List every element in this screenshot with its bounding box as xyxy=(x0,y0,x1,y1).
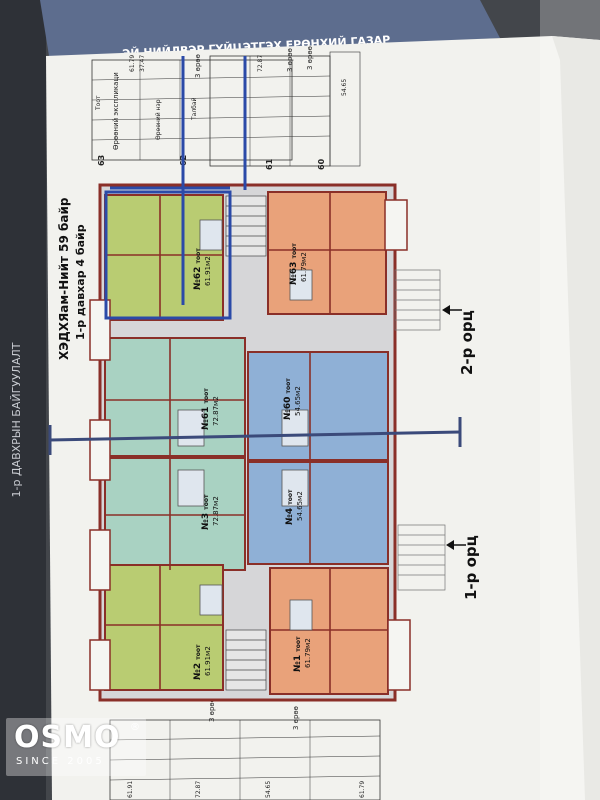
row-total-63: 61.79 xyxy=(129,55,136,72)
unit-4-area: 54.65м2 xyxy=(296,491,304,521)
entrance-2-marker: 2-р орц xyxy=(442,305,476,375)
table-col-3: Талбай xyxy=(191,97,198,121)
bottom-val-1: 54.65 xyxy=(265,781,272,798)
row-id-61: 61 xyxy=(265,158,274,170)
bottom-room-type-1: 3 өрөө xyxy=(208,698,216,722)
table-heading: Өрөөний экспликаци xyxy=(112,72,120,150)
bottom-val-3: 61.79 xyxy=(359,781,366,798)
plan-title-1: ХЭДХЯам-Нийт 59 байр xyxy=(57,197,71,360)
right-glare xyxy=(540,0,600,800)
watermark-since: SINCE 2005 xyxy=(16,756,105,767)
row-living-63: 37.47 xyxy=(139,55,146,72)
room-tables-bottom: 3 өрөө 3 өрөө 54.65 72.87 61.79 61.91 xyxy=(109,698,381,800)
unit-60 xyxy=(247,351,389,461)
unit-4-label: №4 тоот xyxy=(285,489,295,525)
table-col-1: Тоот xyxy=(95,95,102,111)
room-type-2: 3 өрөө xyxy=(286,48,294,72)
room-type-1: 3 өрөө xyxy=(194,54,202,78)
header-sheet xyxy=(40,0,500,62)
unit-1-label: №1 тоот xyxy=(293,636,303,672)
room-type-3: 3 өрөө xyxy=(306,46,314,70)
binder-edge xyxy=(0,0,46,800)
unit-1 xyxy=(269,567,389,695)
side-caption: 1-р ДАВХРЫН БАЙГУУЛАЛТ xyxy=(10,342,23,497)
stairwell-bottom xyxy=(225,629,267,691)
entrance-2-label: 2-р орц xyxy=(458,310,476,375)
unit-2-area: 61.91м2 xyxy=(204,646,212,676)
unit-61-label: №61 тоот xyxy=(201,388,211,430)
unit-61-area: 72.87м2 xyxy=(212,396,220,426)
row-total-61: 72.87 xyxy=(257,55,264,72)
unit-62 xyxy=(104,194,224,321)
unit-60-area: 54.65м2 xyxy=(294,386,302,416)
unit-3 xyxy=(104,457,246,571)
unit-3-label: №3 тоот xyxy=(201,494,211,530)
plan-title-2: 1-р давхар 4 байр xyxy=(74,224,87,340)
highlight-box xyxy=(104,190,232,320)
bottom-val-4: 61.91 xyxy=(127,781,134,798)
unit-60-label: №60 тоот xyxy=(283,378,293,420)
paper-shadow xyxy=(552,36,600,800)
table-col-2: Өрөөний нэр xyxy=(155,99,162,140)
unit-63 xyxy=(267,191,387,315)
unit-2-label: №2 тоот xyxy=(193,644,203,680)
unit-63-label: №63 тоот xyxy=(289,243,299,285)
entrance-1-marker: 1-р орц xyxy=(446,535,480,600)
unit-4 xyxy=(247,461,389,565)
bottom-room-type-2: 3 өрөө xyxy=(292,706,300,730)
bottom-val-2: 72.87 xyxy=(195,781,202,798)
unit-62-label: №62 тоот xyxy=(193,248,203,290)
osmo-watermark: OSMO ® SINCE 2005 xyxy=(6,718,146,776)
section-axis xyxy=(49,430,461,442)
room-tables-top: Өрөөний экспликаци Тоот Өрөөний нэр Талб… xyxy=(91,46,361,170)
unit-1-area: 61.79м2 xyxy=(304,638,312,668)
stairwell-top xyxy=(225,195,267,257)
unit-62-area: 61.91м2 xyxy=(204,256,212,286)
row-id-60: 60 xyxy=(317,158,326,170)
row-total-60: 54.65 xyxy=(341,79,348,96)
building-plan xyxy=(89,183,446,702)
unit-63-area: 61.79м2 xyxy=(300,252,308,282)
watermark-brand: OSMO xyxy=(14,720,121,755)
unit-3-area: 72.87м2 xyxy=(212,496,220,526)
watermark-reg: ® xyxy=(130,722,140,733)
row-id-63: 63 xyxy=(97,155,106,166)
entrance-1-label: 1-р орц xyxy=(462,535,480,600)
